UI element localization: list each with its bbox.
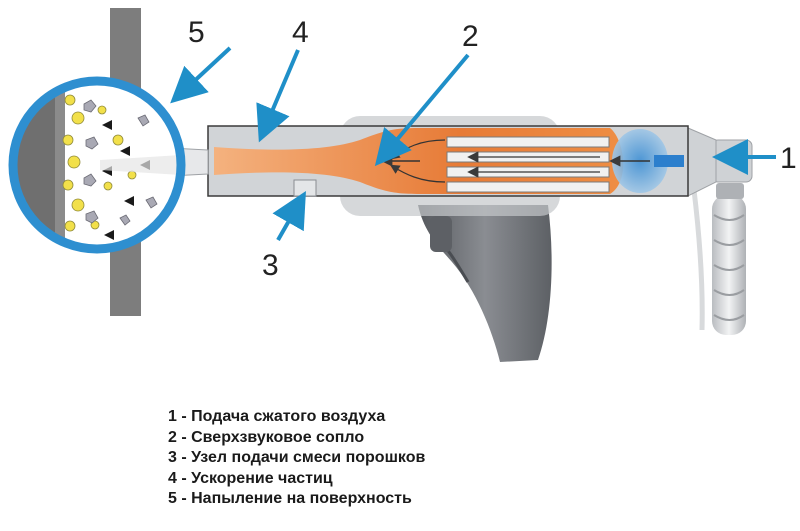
legend-item-3: 3 - Узел подачи смеси порошков xyxy=(168,449,426,466)
legend: 1 - Подача сжатого воздуха 2 - Сверхзвук… xyxy=(168,407,425,510)
legend-item-1: 1 - Подача сжатого воздуха xyxy=(168,408,386,425)
legend-item-4: 4 - Ускорение частиц xyxy=(168,469,333,487)
spray-gun-diagram: 1 2 3 4 5 xyxy=(8,8,797,362)
powder-feed-unit xyxy=(293,179,317,197)
zoom-view xyxy=(8,76,186,254)
callout-3: 3 xyxy=(262,249,279,282)
legend-item-5: 5 - Напыление на поверхность xyxy=(168,490,412,507)
callout-1: 1 xyxy=(780,142,797,175)
callout-5: 5 xyxy=(188,16,205,49)
gun-grip xyxy=(418,205,552,362)
callout-arrows xyxy=(170,46,776,241)
legend-item-2: 2 - Сверхзвуковое сопло xyxy=(168,428,365,446)
callout-2: 2 xyxy=(462,20,479,53)
callout-4: 4 xyxy=(292,16,309,49)
heat-exchanger-tubes xyxy=(446,136,610,193)
